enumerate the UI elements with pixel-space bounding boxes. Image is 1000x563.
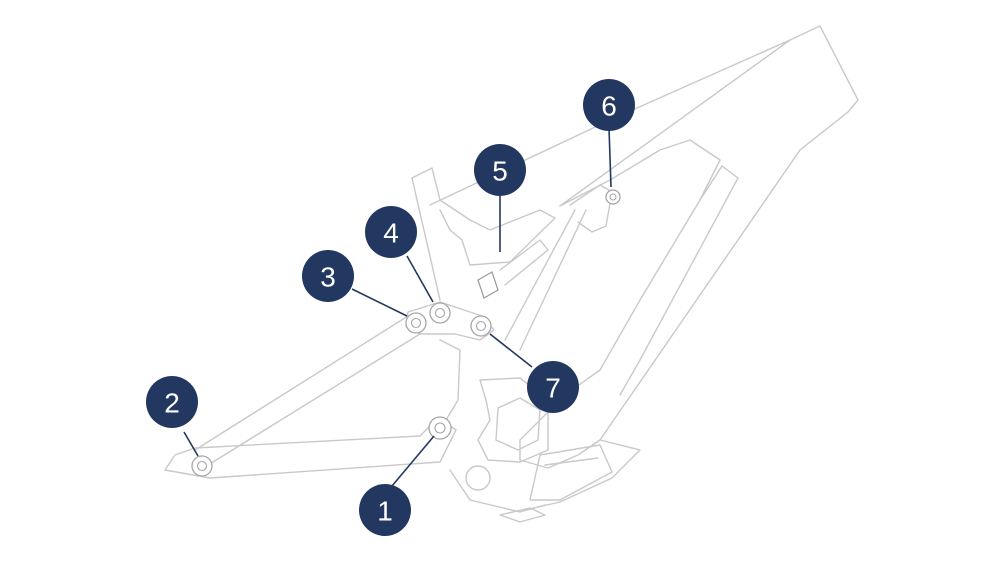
shock-region bbox=[477, 184, 613, 351]
callout-label-5: 5 bbox=[492, 156, 508, 187]
leader-line-3 bbox=[351, 288, 408, 317]
callout-label-7: 7 bbox=[545, 373, 561, 404]
pivot-bolt-7 bbox=[470, 315, 492, 337]
leader-line-7 bbox=[489, 333, 533, 368]
pivot-bolt-4 bbox=[429, 302, 451, 324]
leader-line-4 bbox=[406, 255, 434, 303]
pivot-bolt-2 bbox=[191, 455, 213, 477]
callout-badge-2: 2 bbox=[146, 376, 198, 428]
callout-badge-1: 1 bbox=[359, 484, 411, 536]
callout-label-1: 1 bbox=[377, 496, 393, 527]
leader-line-6 bbox=[608, 127, 612, 188]
callout-badge-7: 7 bbox=[527, 361, 579, 413]
callout-badge-3: 3 bbox=[302, 250, 354, 302]
leader-line-2 bbox=[183, 431, 199, 457]
callout-badge-5: 5 bbox=[474, 144, 526, 196]
callout-label-6: 6 bbox=[601, 91, 617, 122]
top-tube bbox=[411, 39, 791, 301]
front-triangle bbox=[519, 25, 859, 511]
chain-stay bbox=[164, 417, 457, 479]
pivot-bolt-6 bbox=[605, 189, 621, 205]
leader-lines bbox=[183, 127, 612, 487]
callout-badge-6: 6 bbox=[583, 79, 635, 131]
pivot-bolt-3 bbox=[405, 312, 427, 334]
bottom-bracket-area bbox=[439, 339, 613, 523]
callout-label-3: 3 bbox=[320, 262, 336, 293]
pivot-bolt-1 bbox=[428, 416, 452, 440]
callout-badge-4: 4 bbox=[365, 206, 417, 258]
callout-label-4: 4 bbox=[383, 218, 399, 249]
callout-label-2: 2 bbox=[164, 388, 180, 419]
leader-line-1 bbox=[391, 435, 435, 487]
